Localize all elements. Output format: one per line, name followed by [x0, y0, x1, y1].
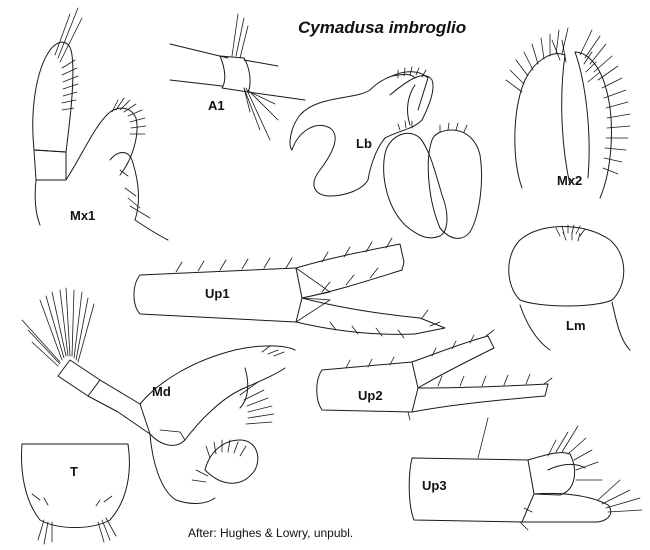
mx1-setae [54, 7, 151, 219]
a1-drawing: A1 [169, 13, 306, 141]
figure-credit: After: Hughes & Lowry, unpubl. [188, 526, 353, 540]
t-drawing: T [21, 443, 130, 545]
mx1-drawing: Mx1 [32, 7, 169, 241]
lm-drawing: Lm [508, 224, 631, 351]
lb-drawing: Lb [289, 66, 483, 239]
md-drawing: Md [21, 287, 296, 504]
md-setae [21, 287, 285, 483]
label-lb: Lb [356, 136, 372, 151]
label-t: T [70, 464, 78, 479]
up2-drawing: Up2 [316, 329, 553, 421]
a1-setae [231, 13, 279, 141]
mx2-setae [505, 27, 631, 175]
label-a1: A1 [208, 98, 225, 113]
label-up2: Up2 [358, 388, 383, 403]
up1-spines [175, 237, 441, 339]
figure-title: Cymadusa imbroglio [298, 18, 466, 37]
label-up1: Up1 [205, 286, 230, 301]
t-setae [31, 493, 117, 545]
mx2-drawing: Mx2 [505, 27, 631, 199]
up1-drawing: Up1 [133, 237, 446, 339]
lb-setae [397, 66, 468, 133]
label-up3: Up3 [422, 478, 447, 493]
up3-drawing: Up3 [408, 417, 643, 531]
label-lm: Lm [566, 318, 586, 333]
up3-setae [477, 417, 643, 531]
label-mx2: Mx2 [557, 173, 582, 188]
label-mx1: Mx1 [70, 208, 95, 223]
up2-spines [345, 329, 553, 421]
label-md: Md [152, 384, 171, 399]
lm-setae [555, 224, 586, 242]
